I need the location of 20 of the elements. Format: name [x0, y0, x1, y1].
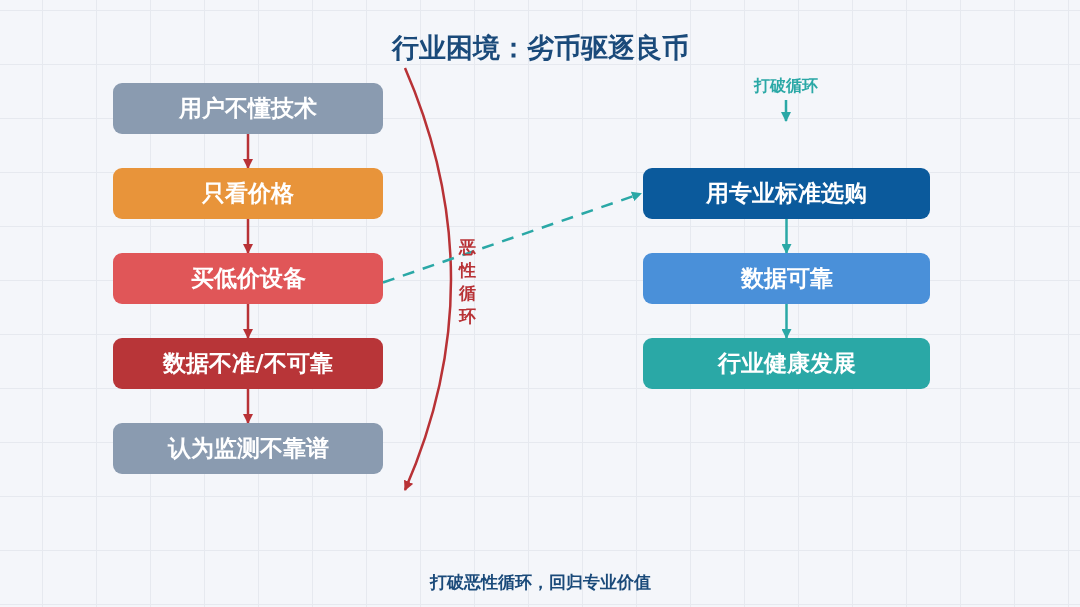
- arrow: [243, 389, 253, 424]
- arrow: [243, 219, 253, 254]
- process-box: 用户不懂技术: [113, 83, 383, 134]
- process-box: 数据不准/不可靠: [113, 338, 383, 389]
- arrow: [382, 191, 642, 284]
- process-box: 数据可靠: [643, 253, 930, 304]
- cycle-label: 恶性循环: [459, 236, 477, 328]
- process-box: 买低价设备: [113, 253, 383, 304]
- step-label: 打破循环: [736, 76, 836, 97]
- arrow: [781, 304, 792, 339]
- title: 行业困境：劣币驱逐良币: [391, 32, 689, 63]
- arrow: [781, 219, 792, 254]
- arrow: [243, 304, 253, 339]
- arrow: [243, 134, 253, 169]
- process-box: 行业健康发展: [643, 338, 930, 389]
- process-box: 用专业标准选购: [643, 168, 930, 219]
- footer-note: 打破恶性循环，回归专业价值: [429, 572, 651, 592]
- process-box: 只看价格: [113, 168, 383, 219]
- arrow: [781, 100, 791, 122]
- process-box: 认为监测不靠谱: [113, 423, 383, 474]
